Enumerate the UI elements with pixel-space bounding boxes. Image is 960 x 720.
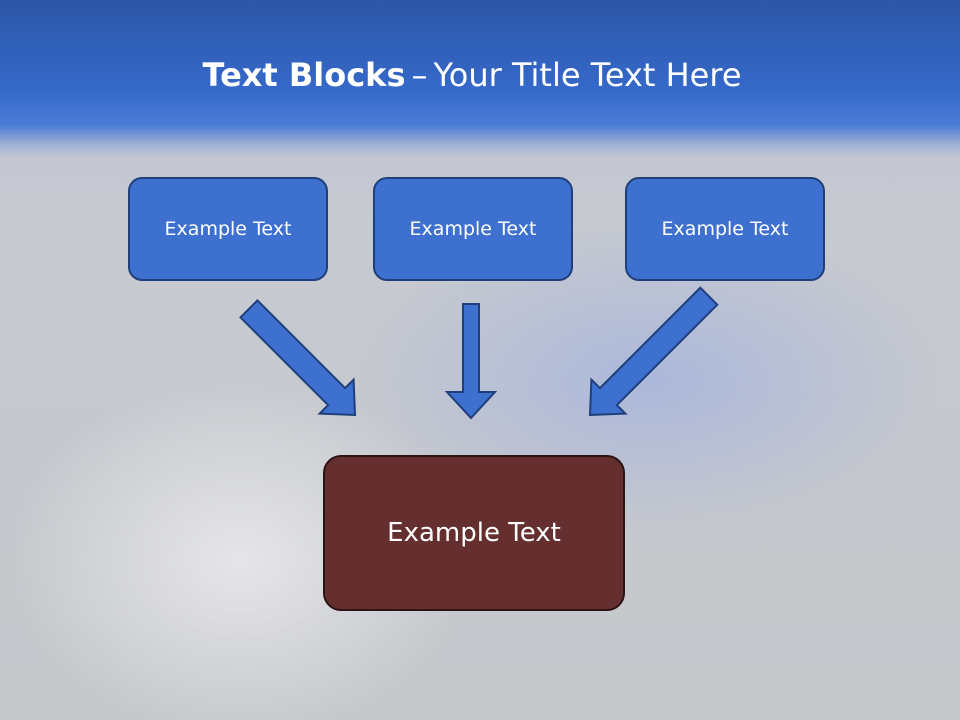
arrow-down-right <box>239 299 357 417</box>
text-block-2[interactable]: Example Text <box>373 177 573 281</box>
title-dash: – <box>411 56 428 94</box>
header-band <box>0 0 960 160</box>
text-block-2-label: Example Text <box>409 218 537 240</box>
title-bold: Text Blocks <box>202 56 406 94</box>
arrow-down <box>444 303 498 420</box>
main-text-block[interactable]: Example Text <box>323 455 625 611</box>
arrow-down-left <box>588 286 719 417</box>
main-text-block-label: Example Text <box>387 518 561 548</box>
text-block-1-label: Example Text <box>164 218 292 240</box>
slide-title: Text Blocks–Your Title Text Here <box>0 52 944 98</box>
title-rest: Your Title Text Here <box>433 56 742 94</box>
text-block-3[interactable]: Example Text <box>625 177 825 281</box>
text-block-1[interactable]: Example Text <box>128 177 328 281</box>
text-block-3-label: Example Text <box>661 218 789 240</box>
